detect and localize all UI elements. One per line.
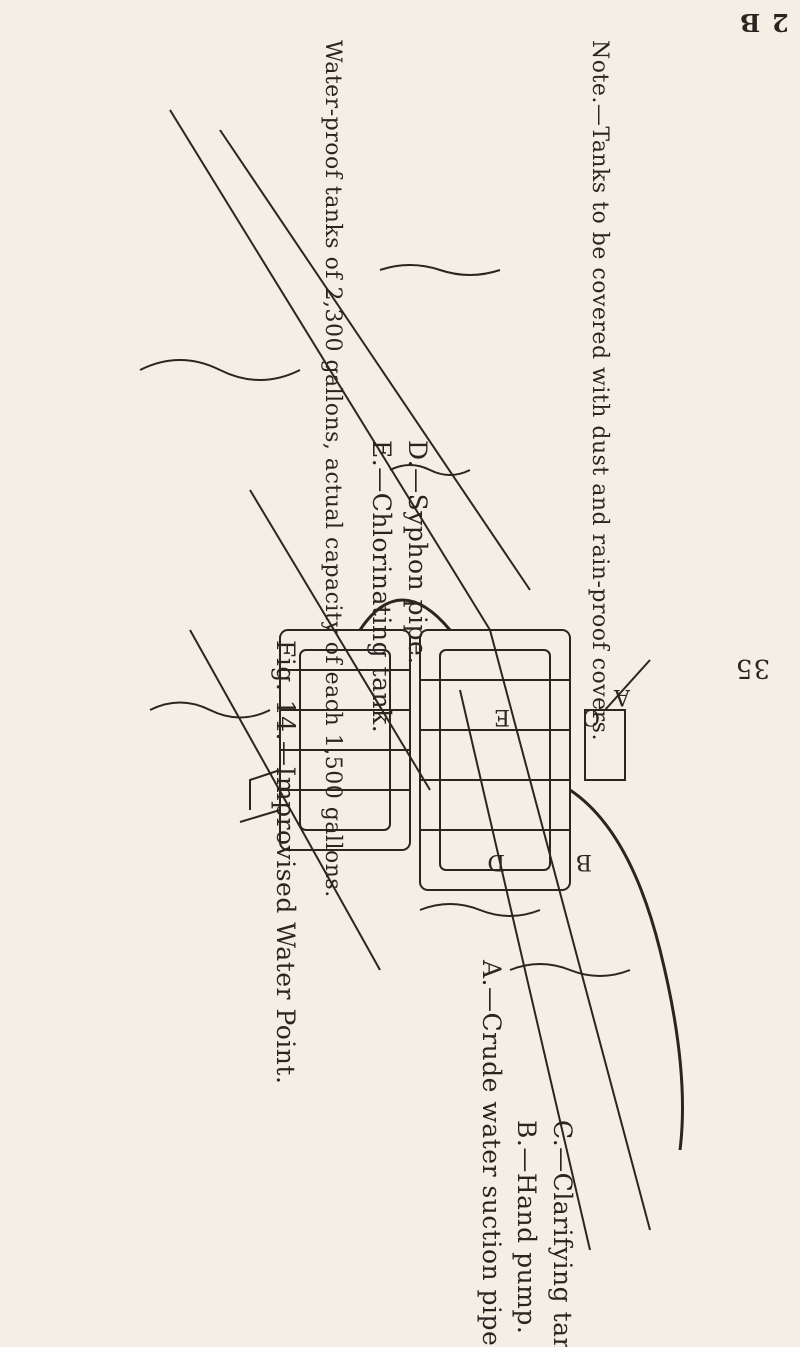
outlet-tap (239, 809, 281, 823)
frame-line (459, 689, 591, 1251)
corner-mark-2: 2 (772, 8, 789, 37)
ground-stroke (509, 963, 631, 977)
diagram-label-e: E (494, 704, 510, 729)
bleed-through-texture (0, 0, 120, 1347)
frame-line (219, 129, 531, 591)
clarifying-tank (279, 629, 411, 851)
corner-mark-b: B (740, 8, 761, 37)
frame-line (249, 489, 431, 791)
chlorinating-tank-inner (439, 649, 551, 871)
hand-pump-handle (604, 659, 651, 711)
chlorinating-tank (419, 629, 571, 891)
ground-stroke (379, 264, 501, 276)
water-point-illustration: A B C D E (139, 109, 684, 1251)
ground-stroke (419, 903, 541, 917)
syphon-pipe (358, 598, 452, 631)
page-number: 35 (735, 653, 771, 683)
ground-stroke (139, 359, 301, 381)
frame-line (169, 109, 491, 631)
diagram-label-d: D (487, 849, 505, 874)
diagram-label-a: A (613, 684, 631, 709)
suction-pipe (569, 788, 684, 1151)
ground-stroke (389, 464, 471, 476)
diagram-label-b: B (576, 849, 592, 874)
ground-stroke (149, 701, 271, 719)
outlet-tap (249, 769, 281, 810)
clarifying-tank-inner (299, 649, 391, 831)
frame-line (189, 629, 381, 971)
diagram-label-c: C (583, 704, 600, 729)
